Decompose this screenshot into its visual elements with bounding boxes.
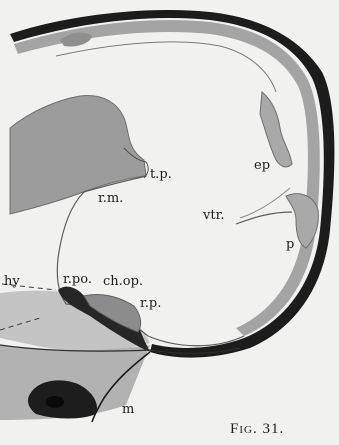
label-m: m	[122, 403, 134, 416]
vtr-line-upper	[240, 188, 290, 218]
label-hy: hy	[4, 275, 20, 288]
vtr-line	[236, 212, 292, 224]
label-p: p	[286, 238, 294, 251]
label-rp: r.p.	[140, 297, 161, 310]
label-rpo: r.po.	[63, 273, 92, 286]
figure-caption: Fig. 31.	[230, 421, 284, 438]
label-rm: r.m.	[98, 192, 123, 205]
label-vtr: vtr.	[203, 209, 225, 222]
label-ep: ep	[254, 159, 270, 172]
label-tp: t.p.	[150, 168, 172, 181]
label-chop: ch.op.	[103, 275, 143, 288]
dark-mass-spot	[46, 396, 64, 408]
tela-line	[56, 42, 276, 92]
ep-bulge	[260, 92, 292, 167]
left-tissue-mass	[10, 96, 146, 214]
